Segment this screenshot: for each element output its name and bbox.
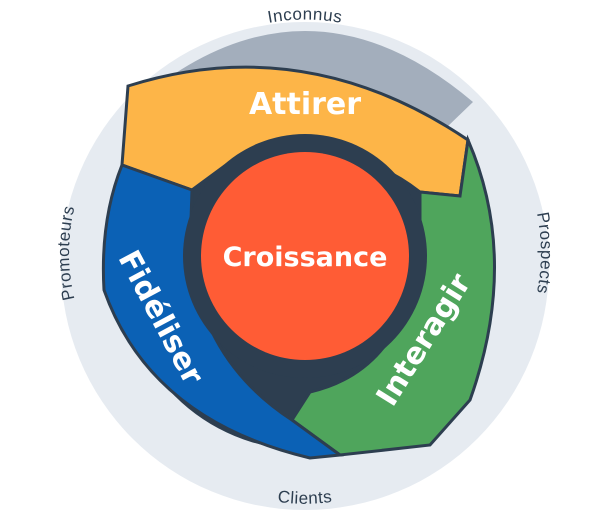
outer-label-promoteurs: Promoteurs (54, 204, 78, 302)
outer-segment-prospects (442, 112, 518, 420)
outer-label-clients: Clients (277, 487, 333, 508)
svg-text:Clients: Clients (277, 487, 333, 508)
hub-center (201, 152, 409, 360)
svg-text:Inconnus: Inconnus (266, 4, 344, 26)
stage-label-attirer: Attirer (249, 87, 361, 122)
svg-text:Prospects: Prospects (533, 211, 556, 296)
outer-segment-clients (140, 400, 470, 483)
center-label: Croissance (223, 242, 388, 273)
outer-label-prospects: Prospects (533, 211, 556, 296)
outer-segment-inconnus (137, 31, 473, 128)
outer-segment-promoteurs (89, 112, 158, 420)
svg-text:Promoteurs: Promoteurs (54, 204, 78, 302)
outer-label-inconnus: Inconnus (266, 4, 343, 26)
